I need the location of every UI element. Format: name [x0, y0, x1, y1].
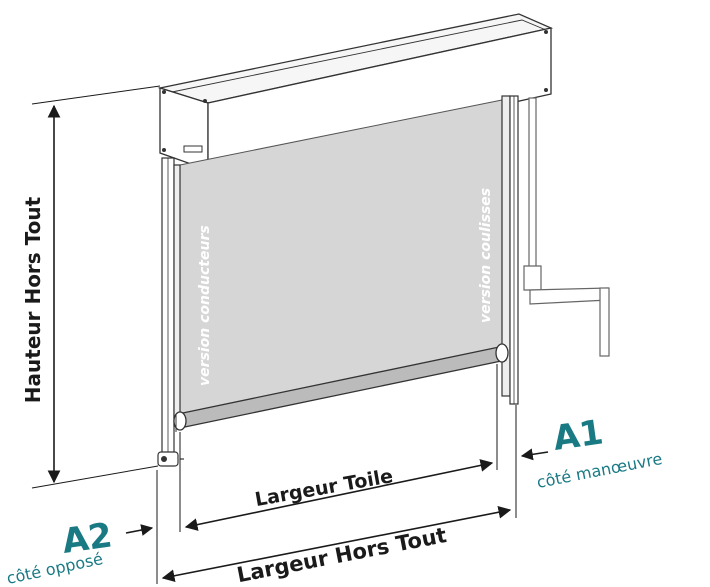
a2-caption: côté opposé: [5, 549, 105, 587]
a1-caption: côté manœuvre: [535, 449, 664, 492]
largeur-hors-tout-dimension: [156, 405, 517, 584]
bottom-bar: [173, 343, 509, 431]
version-conducteurs-label: version conducteurs: [197, 225, 213, 386]
a2-marker-arrow: [125, 524, 154, 536]
right-guide-rail: [501, 95, 519, 405]
hauteur-hors-tout-label: Hauteur Hors Tout: [21, 196, 45, 403]
a1-marker-arrow: [520, 448, 549, 461]
version-coulisses-label: version coulisses: [478, 188, 494, 323]
a1-letter: A1: [551, 412, 606, 459]
fixing-clip: [157, 414, 184, 467]
largeur-toile-label: Largeur Toile: [253, 465, 394, 511]
crank-handle: [523, 97, 610, 357]
a2-letter: A2: [60, 515, 115, 562]
largeur-hors-tout-label: Largeur Hors Tout: [235, 523, 449, 587]
height-dimension: [31, 85, 161, 489]
